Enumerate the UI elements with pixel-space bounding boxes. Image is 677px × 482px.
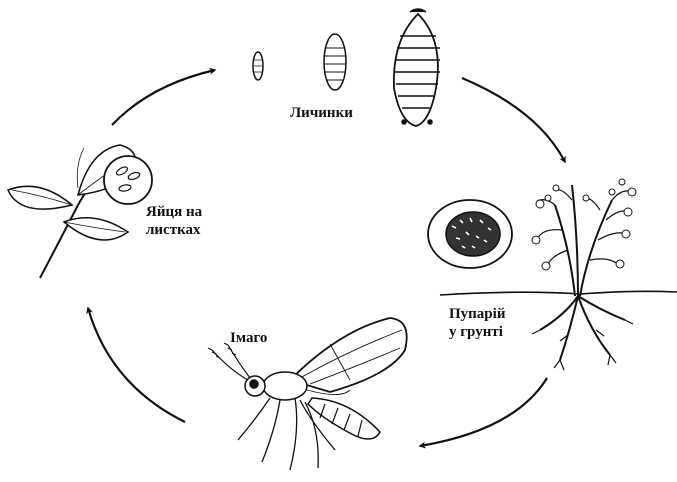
eggs-label: Яйця на листках <box>146 203 202 239</box>
pupa-label-line1: Пупарій <box>449 305 505 323</box>
larvae-label: Личинки <box>290 104 353 122</box>
pupa-inset-circle <box>428 200 512 268</box>
imago-label: Імаго <box>230 329 267 347</box>
eggs-label-line1: Яйця на <box>146 203 202 221</box>
arrow-imago-to-eggs <box>88 308 185 422</box>
arrow-pupa-to-imago <box>420 378 547 446</box>
pupa-label-line2: у грунті <box>449 323 505 341</box>
arrow-larvae-to-pupa <box>462 78 565 162</box>
eggs-inset-circle <box>104 156 152 204</box>
arrow-eggs-to-larvae <box>112 70 215 125</box>
eggs-label-line2: листках <box>146 221 202 239</box>
pupa-label: Пупарій у грунті <box>449 305 505 341</box>
